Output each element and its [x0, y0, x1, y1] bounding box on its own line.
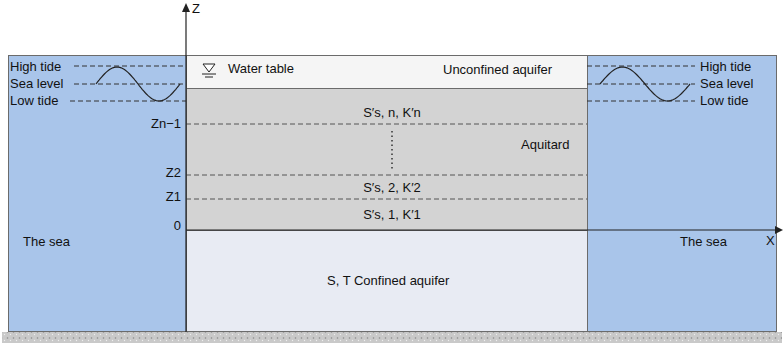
- tide-label: Low tide: [10, 93, 58, 108]
- sea-region: The sea: [587, 55, 777, 332]
- tide-label: Sea level: [700, 76, 753, 91]
- confined-aquifer-band: S, T Confined aquifer: [186, 230, 588, 332]
- tide-label: High tide: [10, 59, 61, 74]
- tide-wave: [600, 67, 690, 101]
- tide-label: Sea level: [10, 76, 63, 91]
- axis-label: X: [766, 233, 775, 248]
- water-table-symbol: [202, 64, 216, 77]
- elevation-label: 0: [174, 218, 181, 233]
- axis-label: Z: [192, 1, 200, 16]
- tide-label: Low tide: [700, 93, 748, 108]
- region-label: The sea: [23, 234, 70, 249]
- bedrock-strip: [2, 332, 782, 343]
- continuation-dots: [391, 131, 393, 169]
- tide-lines: [70, 66, 695, 101]
- layer-parameter: S′s, 2, K′2: [361, 180, 423, 195]
- layer-parameter: S′s, n, K′n: [361, 105, 423, 120]
- elevation-label: Z1: [166, 189, 181, 204]
- elevation-label: Zn−1: [151, 116, 181, 131]
- region-label: Aquitard: [521, 137, 569, 152]
- axes: [182, 3, 783, 332]
- region-label: The sea: [680, 234, 727, 249]
- tide-label: High tide: [700, 59, 751, 74]
- region-label: Unconfined aquifer: [443, 62, 552, 77]
- layer-parameter: S′s, 1, K′1: [361, 207, 423, 222]
- elevation-label: Z2: [166, 165, 181, 180]
- layer-lines: [186, 124, 587, 199]
- tide-wave: [96, 67, 180, 101]
- water-table-label: Water table: [228, 61, 294, 76]
- region-label: S, T Confined aquifer: [327, 273, 449, 288]
